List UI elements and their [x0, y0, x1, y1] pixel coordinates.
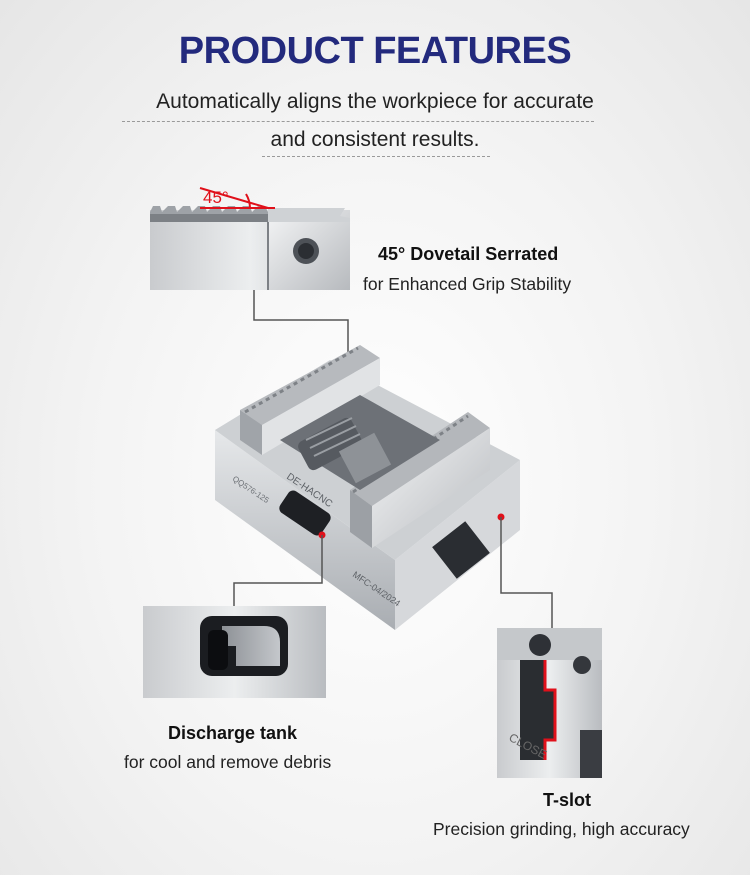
tslot-feature-subtitle: Precision grinding, high accuracy — [433, 819, 690, 839]
subtitle-underline-2 — [262, 156, 490, 157]
discharge-closeup — [143, 606, 326, 698]
leader-line-dovetail — [253, 290, 349, 367]
lead-screw — [298, 417, 392, 484]
leader-line-tslot — [500, 517, 553, 628]
leader-line-discharge — [233, 535, 323, 606]
subtitle-line-2: and consistent results. — [270, 128, 480, 151]
tslot-feature-title: T-slot — [543, 790, 591, 810]
tslot-closeup: CLOSE — [497, 628, 602, 778]
dovetail-feature-subtitle: for Enhanced Grip Stability — [363, 274, 572, 294]
page-title: PRODUCT FEATURES — [178, 30, 572, 72]
vise-body: DE-HACNC QQ576-125 MFC-04/2024 — [215, 345, 520, 630]
subtitle-underline-1 — [122, 121, 594, 122]
discharge-feature-subtitle: for cool and remove debris — [124, 752, 332, 772]
dovetail-closeup: 45° — [150, 187, 350, 290]
subtitle-line-1: Automatically aligns the workpiece for a… — [156, 90, 594, 113]
dovetail-feature-title: 45° Dovetail Serrated — [378, 244, 559, 264]
angle-label: 45° — [203, 188, 229, 207]
discharge-feature-title: Discharge tank — [168, 723, 298, 743]
